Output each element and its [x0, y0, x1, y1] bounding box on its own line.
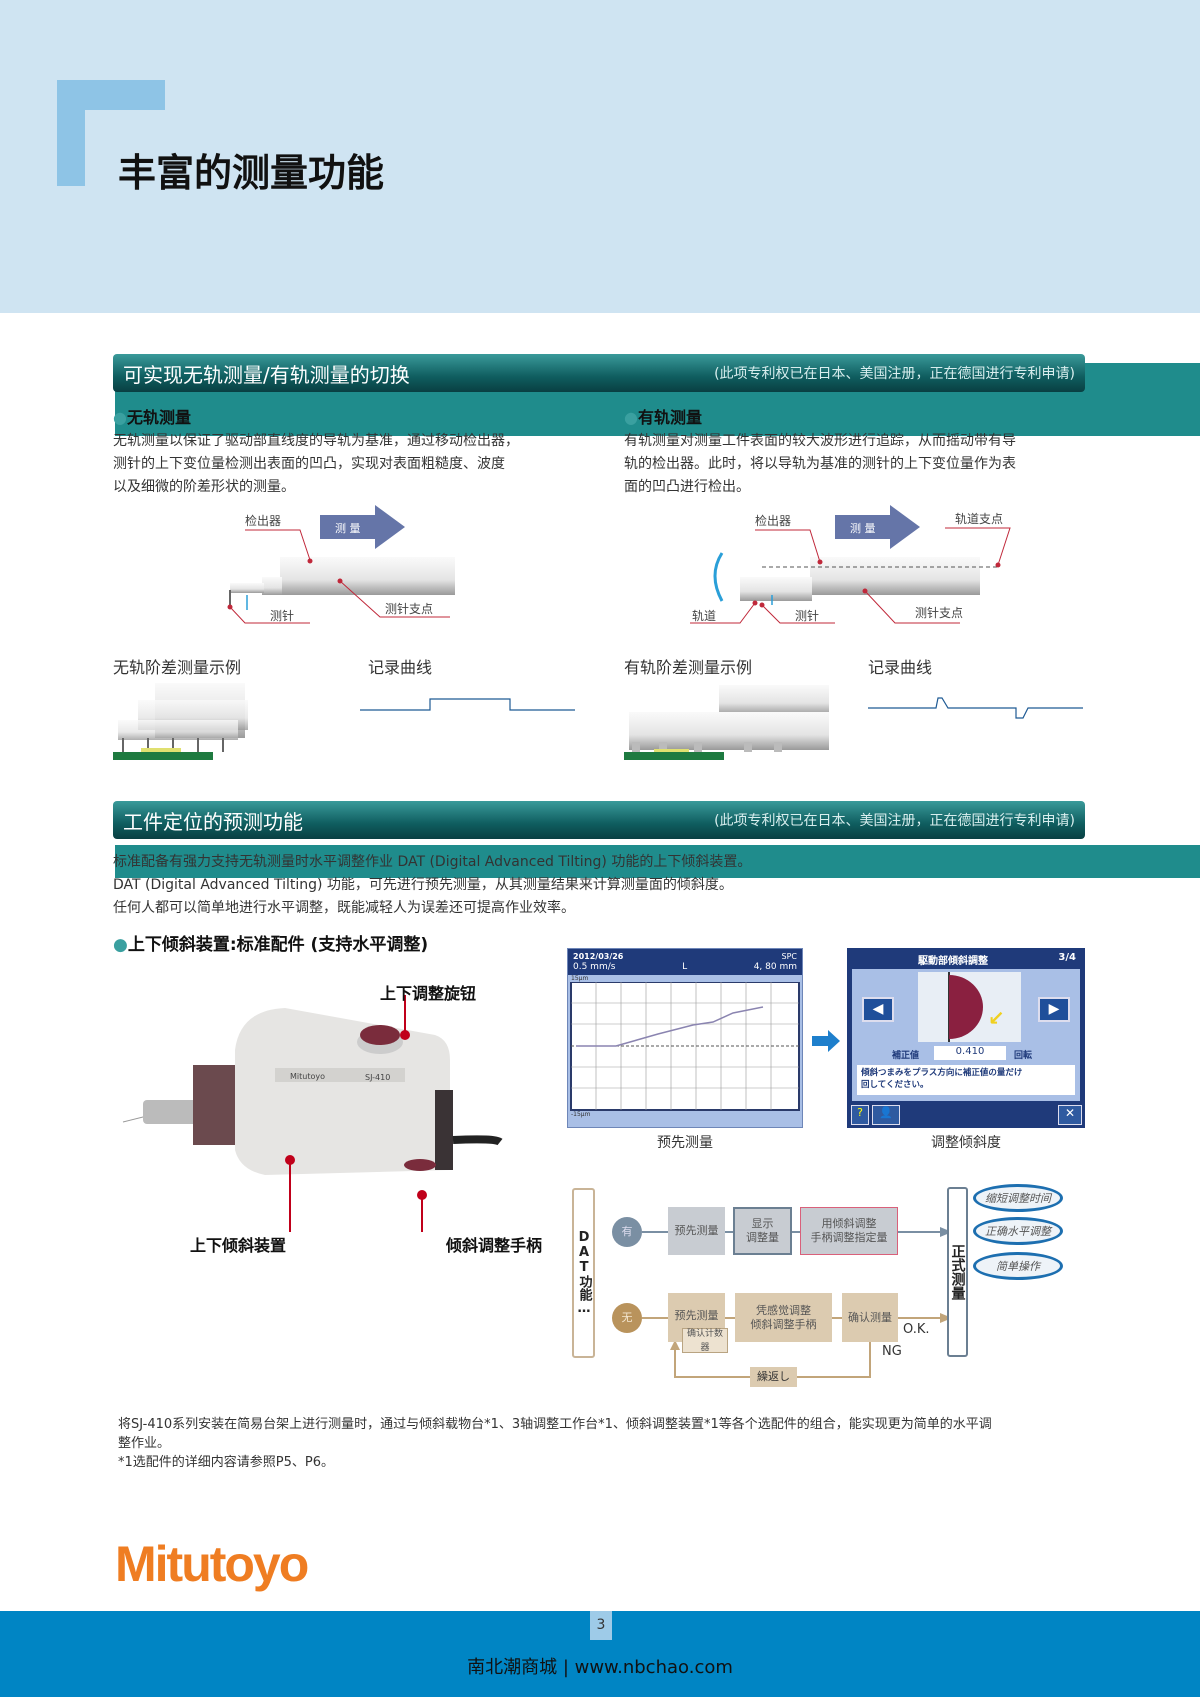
patent-note: (此项专利权已在日本、美国注册，正在德国进行专利申请) [714, 366, 1075, 382]
svg-text:测针: 测针 [795, 608, 819, 623]
benefit-ellipse: 简单操作 [973, 1252, 1063, 1280]
no-rail-example-image [113, 683, 248, 760]
prev-arrow-button[interactable]: ◀ [862, 997, 894, 1022]
no-rail-example-caption: 无轨阶差测量示例 [113, 658, 242, 677]
rail-example-caption: 有轨阶差测量示例 [624, 658, 753, 677]
no-circle: 无 [612, 1303, 642, 1333]
close-icon[interactable]: ✕ [1058, 1105, 1082, 1125]
subheading-rail: ●有轨测量 [624, 408, 702, 427]
correction-value: 0.410 [934, 1046, 1006, 1060]
device-heading: ●上下倾斜装置:标准配件 (支持水平调整) [113, 935, 429, 955]
mitutoyo-logo: Mitutoyo [115, 1536, 309, 1592]
svg-text:测 量: 测 量 [335, 522, 361, 535]
page-number: 3 [590, 1611, 612, 1640]
no-rail-text: 无轨测量以保证了驱动部直线度的导轨为基准，通过移动检出器，测针的上下变位量检测出… [113, 433, 519, 495]
ng-label: NG [882, 1344, 902, 1359]
section-bar: 工件定位的预测功能 (此项专利权已在日本、美国注册，正在德国进行专利申请) [113, 801, 1085, 839]
arrow-right-icon [812, 1030, 840, 1052]
rail-diagram: 测 量 检出器 轨道支点 轨道 测针 测针支点 [690, 505, 1011, 624]
svg-text:测针: 测针 [270, 608, 294, 623]
svg-text:测 量: 测 量 [850, 522, 876, 535]
handle-label: 倾斜调整手柄 [446, 1236, 543, 1255]
rail-record-curve [868, 697, 1083, 719]
final-measure-box: 正式测量 [947, 1187, 968, 1357]
flow-step: 预先测量 [668, 1207, 725, 1255]
no-rail-curve-caption: 记录曲线 [368, 658, 433, 677]
dat-function-box: DAT功能… [572, 1188, 595, 1358]
teal-overlay [115, 845, 1200, 878]
no-rail-diagram: 测 量 检出器 测针 测针支点 [227, 505, 455, 624]
page-title: 丰富的测量功能 [118, 151, 385, 195]
pre-measure-graph [570, 982, 800, 1111]
user-icon[interactable]: 👤 [872, 1105, 900, 1125]
svg-text:Mitutoyo: Mitutoyo [290, 1072, 325, 1081]
footnote: 将SJ-410系列安装在简易台架上进行测量时，通过与倾斜载物台*1、3轴调整工作… [118, 1417, 992, 1470]
rail-example-image [624, 685, 829, 760]
benefit-ellipse: 缩短调整时间 [973, 1184, 1063, 1212]
rail-text: 有轨测量对测量工件表面的较大波形进行追踪，从而摇动带有导轨的检出器。此时，将以导… [624, 433, 1016, 495]
counter-box: 确认计数器 [682, 1328, 728, 1353]
repeat-box: 繰返し [750, 1367, 797, 1387]
callout-lines [285, 995, 427, 1232]
svg-text:SJ-410: SJ-410 [365, 1073, 390, 1082]
flow-step: 凭感觉调整 倾斜调整手柄 [735, 1293, 832, 1342]
rail-curve-caption: 记录曲线 [868, 658, 933, 677]
svg-text:测针支点: 测针支点 [385, 601, 433, 616]
tilt-unit-label: 上下倾斜装置 [190, 1236, 287, 1255]
subheading-no-rail: ●无轨测量 [113, 408, 191, 427]
dat-text: 标准配备有强力支持无轨测量时水平调整作业 DAT (Digital Advanc… [113, 854, 752, 916]
next-arrow-button[interactable]: ▶ [1038, 997, 1070, 1022]
help-icon[interactable]: ? [851, 1105, 869, 1125]
ok-label: O.K. [903, 1322, 930, 1337]
svg-text:测针支点: 测针支点 [915, 605, 963, 620]
flow-step: 用倾斜调整 手柄调整指定量 [800, 1207, 898, 1255]
flow-step: 确认测量 [842, 1293, 898, 1342]
knob-label: 上下调整旋钮 [380, 984, 477, 1003]
tilt-device-image: Mitutoyo SJ-410 [122, 1008, 503, 1175]
accent-block [57, 80, 85, 186]
no-rail-record-curve [360, 698, 575, 711]
section-title: 工件定位的预测功能 [123, 809, 303, 834]
benefit-ellipse: 正确水平调整 [973, 1217, 1063, 1245]
patent-note: (此项专利权已在日本、美国注册，正在德国进行专利申请) [714, 813, 1075, 829]
svg-text:检出器: 检出器 [245, 513, 281, 528]
svg-text:轨道: 轨道 [692, 609, 716, 623]
flow-step: 显示 调整量 [733, 1207, 792, 1255]
svg-text:轨道支点: 轨道支点 [955, 512, 1003, 526]
yes-circle: 有 [612, 1217, 642, 1247]
footer-link[interactable]: 南北潮商城 | www.nbchao.com [467, 1657, 733, 1678]
pre-measure-caption: 预先测量 [657, 1135, 713, 1151]
header-band [0, 0, 1200, 313]
section-bar: 可实现无轨测量/有轨测量的切换 (此项专利权已在日本、美国注册，正在德国进行专利… [113, 354, 1085, 392]
section-title: 可实现无轨测量/有轨测量的切换 [123, 362, 410, 387]
adjust-tilt-caption: 调整倾斜度 [931, 1135, 1001, 1151]
svg-text:检出器: 检出器 [755, 513, 791, 528]
